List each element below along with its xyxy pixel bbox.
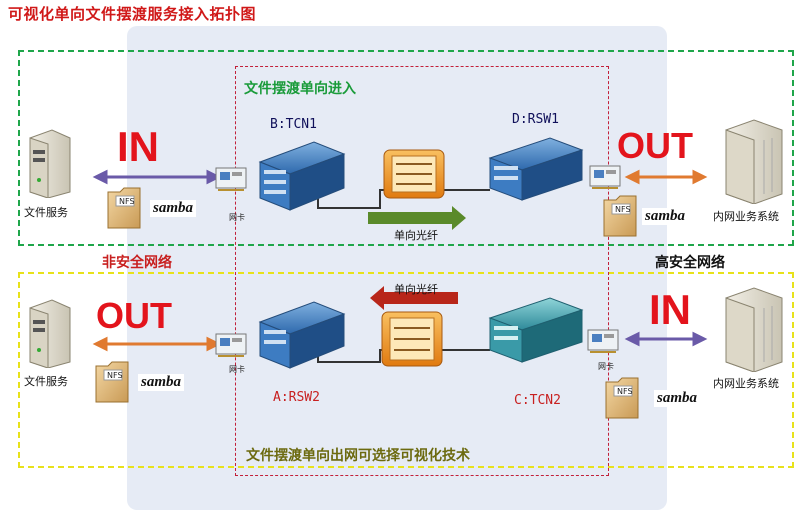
internal-server-icon-top	[725, 119, 783, 204]
nic-label-top-left: 网卡	[229, 213, 245, 222]
nfs-folder-icon	[603, 195, 637, 237]
device-d-rsw1-icon	[488, 137, 584, 201]
share-group-top-right: NFS samba	[600, 194, 720, 238]
share-group-top-left: NFS samba	[104, 186, 224, 230]
samba-logo: samba	[138, 374, 185, 391]
device-c-tcn2-icon	[488, 297, 584, 363]
upper-channel-label: 文件摆渡单向进入	[244, 81, 356, 97]
internal-server-icon-bottom	[725, 287, 783, 372]
nfs-folder-icon	[95, 361, 129, 403]
nfs-folder-icon	[107, 187, 141, 229]
file-server-icon-bottom	[29, 299, 71, 368]
nfs-label: NFS	[119, 197, 135, 206]
device-b-tcn1-icon	[258, 141, 346, 211]
nic-label-bottom-left: 网卡	[229, 365, 245, 374]
insecure-network-label: 非安全网络	[102, 255, 172, 271]
device-a-rsw2-icon	[258, 301, 346, 369]
nic-icon-bottom-right	[587, 329, 619, 353]
nic-icon-top-right	[589, 165, 621, 189]
device-label-d: D:RSW1	[512, 112, 559, 127]
lower-zone-border	[18, 272, 794, 468]
fiber-label-top: 单向光纤	[394, 229, 438, 242]
samba-logo: samba	[642, 208, 689, 225]
secure-network-label: 高安全网络	[655, 255, 725, 271]
samba-logo: samba	[150, 200, 197, 217]
ferry-filter-icon-top	[383, 149, 445, 199]
nfs-folder-icon	[605, 377, 639, 419]
arrow-bottom-right	[624, 331, 708, 347]
nic-icon-bottom-left	[215, 333, 247, 357]
share-group-bottom-left: NFS samba	[92, 360, 212, 404]
ferry-channel-border	[235, 66, 609, 476]
arrow-top-right	[624, 169, 708, 185]
fiber-arrow-bottom	[370, 286, 458, 310]
upper-zone-border	[18, 50, 794, 246]
internal-biz-label-bottom: 内网业务系统	[713, 377, 779, 390]
diagram-title: 可视化单向文件摆渡服务接入拓扑图	[8, 5, 257, 23]
lower-channel-label: 文件摆渡单向出网可选择可视化技术	[246, 448, 470, 464]
arrow-top-left	[92, 169, 222, 185]
nfs-label: NFS	[615, 205, 631, 214]
out-label-top: OUT	[617, 125, 693, 166]
device-label-b: B:TCN1	[270, 117, 317, 132]
samba-logo: samba	[654, 390, 701, 407]
fiber-label-bottom: 单向光纤	[394, 283, 438, 296]
ferry-filter-icon-bottom	[381, 311, 443, 367]
file-service-label-bottom: 文件服务	[24, 375, 68, 388]
device-label-a: A:RSW2	[273, 390, 320, 405]
file-server-icon-top	[29, 129, 71, 198]
nfs-label: NFS	[107, 371, 123, 380]
share-group-bottom-right: NFS samba	[602, 376, 722, 420]
internal-biz-label-top: 内网业务系统	[713, 210, 779, 223]
in-label-bottom: IN	[649, 286, 691, 333]
nic-icon-top-left	[215, 167, 247, 191]
device-label-c: C:TCN2	[514, 393, 561, 408]
arrow-bottom-left	[92, 336, 222, 352]
file-service-label-top: 文件服务	[24, 206, 68, 219]
nfs-label: NFS	[617, 387, 633, 396]
center-panel-background	[127, 26, 667, 510]
in-label-top: IN	[117, 123, 159, 170]
nic-label-bottom-right: 网卡	[598, 362, 614, 371]
fiber-arrow-top	[368, 206, 466, 230]
out-label-bottom: OUT	[96, 295, 172, 336]
